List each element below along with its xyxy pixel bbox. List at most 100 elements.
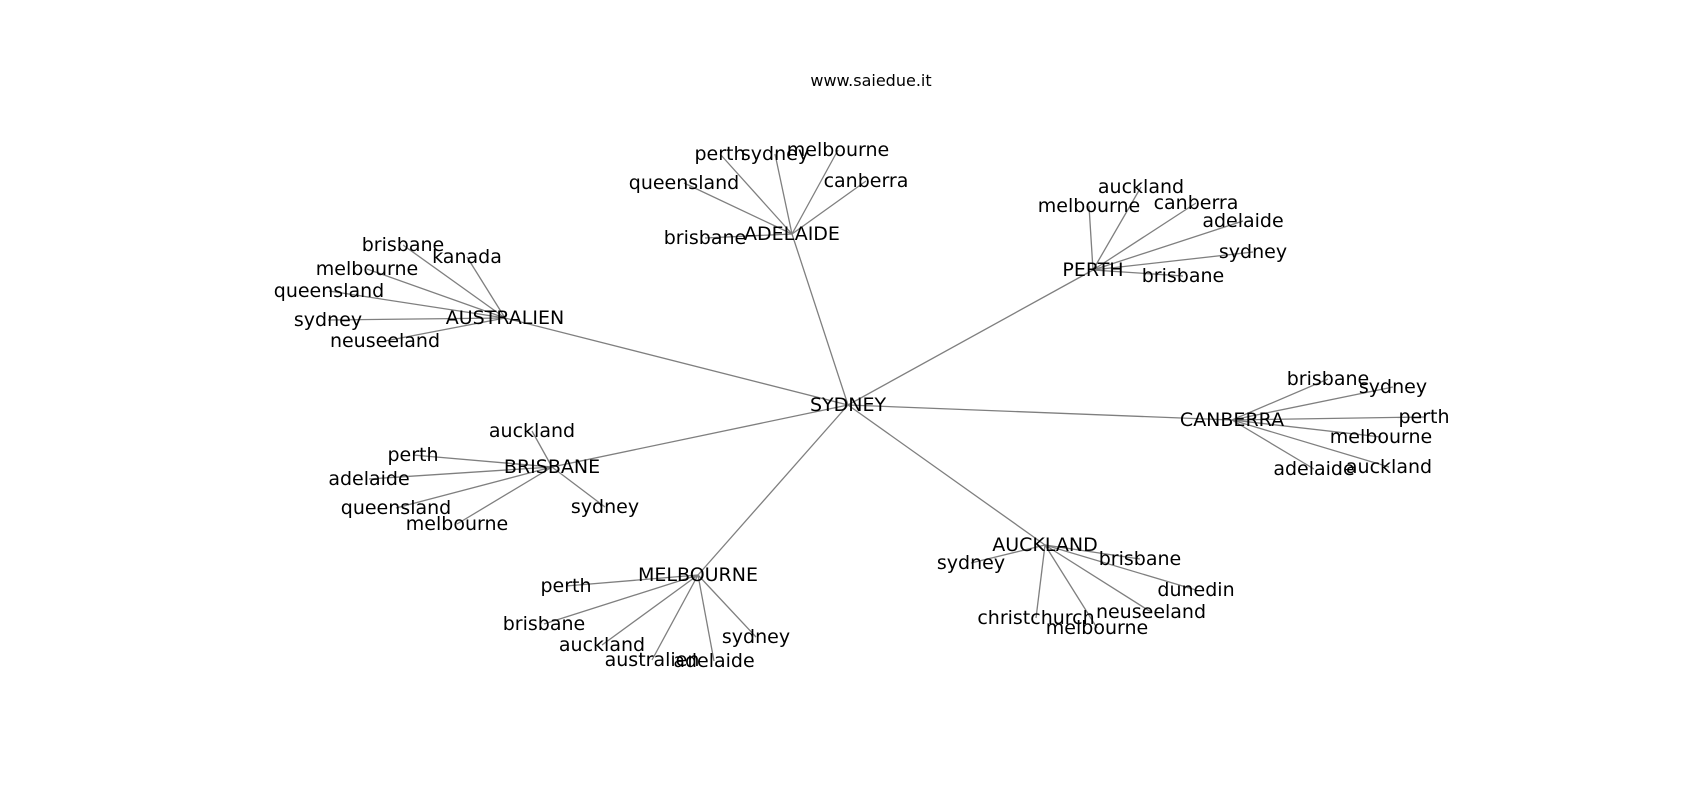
node-leaf-auckland-brisbane: brisbane xyxy=(1099,548,1182,570)
node-leaf-australien-queensland: queensland xyxy=(274,280,384,302)
edge-auckland-sydney xyxy=(970,544,1046,564)
edge-melbourne-perth xyxy=(565,574,699,587)
edge-root-auckland xyxy=(847,404,1046,546)
node-leaf-perth-sydney: sydney xyxy=(1219,241,1287,263)
edge-canberra-brisbane xyxy=(1231,378,1329,421)
edge-layer xyxy=(327,149,1425,662)
node-leaf-melbourne-auckland: auckland xyxy=(559,634,645,656)
edge-perth-adelaide xyxy=(1092,220,1244,271)
edge-melbourne-adelaide xyxy=(697,574,715,662)
node-leaf-auckland-neuseeland: neuseeland xyxy=(1096,601,1206,623)
node-leaf-melbourne-sydney: sydney xyxy=(722,626,790,648)
node-leaf-canberra-adelaide: adelaide xyxy=(1273,458,1354,480)
edge-root-perth xyxy=(847,269,1094,406)
node-leaf-adelaide-melbourne: melbourne xyxy=(787,139,889,161)
node-leaf-canberra-brisbane: brisbane xyxy=(1287,368,1370,390)
node-leaf-canberra-sydney: sydney xyxy=(1359,376,1427,398)
node-leaf-canberra-melbourne: melbourne xyxy=(1330,426,1432,448)
node-hub-perth: PERTH xyxy=(1062,259,1123,281)
node-leaf-auckland-sydney: sydney xyxy=(937,552,1005,574)
node-leaf-brisbane-melbourne: melbourne xyxy=(406,513,508,535)
node-leaf-melbourne-australien: australien xyxy=(605,649,700,671)
edge-brisbane-melbourne xyxy=(456,466,553,525)
node-leaf-brisbane-perth: perth xyxy=(387,444,438,466)
edge-root-australien xyxy=(504,317,849,406)
edge-brisbane-adelaide xyxy=(368,466,553,480)
node-hub-canberra: CANBERRA xyxy=(1180,409,1284,431)
node-leaf-canberra-perth: perth xyxy=(1398,406,1449,428)
edge-melbourne-australien xyxy=(651,574,699,661)
node-leaf-auckland-christchurch: christchurch xyxy=(977,607,1094,629)
node-leaf-auckland-melbourne: melbourne xyxy=(1046,617,1148,639)
edge-root-adelaide xyxy=(791,233,849,406)
edge-canberra-auckland xyxy=(1231,419,1390,468)
node-leaf-brisbane-sydney: sydney xyxy=(571,496,639,518)
edge-canberra-perth xyxy=(1231,416,1425,421)
edge-root-canberra xyxy=(847,404,1233,421)
node-leaf-adelaide-queensland: queensland xyxy=(629,172,739,194)
edge-canberra-adelaide xyxy=(1231,419,1315,470)
edge-root-brisbane xyxy=(551,404,849,468)
edge-root-melbourne xyxy=(697,404,849,576)
edge-adelaide-sydney xyxy=(774,153,793,235)
edge-auckland-dunedin xyxy=(1044,544,1197,591)
edge-auckland-christchurch xyxy=(1035,544,1046,619)
edge-australien-queensland xyxy=(328,290,506,319)
edge-adelaide-melbourne xyxy=(791,149,839,235)
node-leaf-brisbane-adelaide: adelaide xyxy=(328,468,409,490)
edge-australien-neuseeland xyxy=(384,317,506,342)
node-leaf-adelaide-sydney: sydney xyxy=(741,143,809,165)
edge-adelaide-perth xyxy=(719,153,793,235)
edge-australien-kanada xyxy=(466,256,506,319)
node-leaf-australien-neuseeland: neuseeland xyxy=(330,330,440,352)
node-leaf-melbourne-brisbane: brisbane xyxy=(503,613,586,635)
edge-australien-sydney xyxy=(327,317,506,321)
edge-brisbane-queensland xyxy=(395,466,553,509)
node-leaf-perth-melbourne: melbourne xyxy=(1038,195,1140,217)
node-leaf-australien-kanada: kanada xyxy=(432,246,502,268)
node-leaf-melbourne-adelaide: adelaide xyxy=(673,650,754,672)
node-leaf-australien-brisbane: brisbane xyxy=(362,234,445,256)
edge-australien-melbourne xyxy=(366,268,506,319)
edge-brisbane-auckland xyxy=(531,430,553,468)
edge-adelaide-queensland xyxy=(683,182,793,235)
node-leaf-perth-brisbane: brisbane xyxy=(1142,265,1225,287)
node-hub-adelaide: ADELAIDE xyxy=(744,223,840,245)
edge-perth-canberra xyxy=(1092,202,1197,271)
node-hub-melbourne: MELBOURNE xyxy=(638,564,758,586)
diagram-title: www.saiedue.it xyxy=(810,71,932,90)
label-layer: SYDNEYADELAIDEperthsydneymelbournecanber… xyxy=(274,139,1450,672)
node-leaf-australien-sydney: sydney xyxy=(294,309,362,331)
edge-adelaide-canberra xyxy=(791,180,867,235)
edge-auckland-neuseeland xyxy=(1044,544,1152,613)
edge-perth-melbourne xyxy=(1088,205,1094,271)
edge-brisbane-perth xyxy=(412,454,553,468)
edge-australien-brisbane xyxy=(402,244,506,319)
node-leaf-perth-canberra: canberra xyxy=(1154,192,1239,214)
node-leaf-brisbane-auckland: auckland xyxy=(489,420,575,442)
node-leaf-adelaide-canberra: canberra xyxy=(824,170,909,192)
node-leaf-brisbane-queensland: queensland xyxy=(341,497,451,519)
edge-canberra-melbourne xyxy=(1231,419,1382,438)
edge-adelaide-brisbane xyxy=(704,233,793,239)
edge-perth-auckland xyxy=(1092,186,1142,271)
edge-melbourne-brisbane xyxy=(543,574,699,625)
node-hub-australien: AUSTRALIEN xyxy=(446,307,564,329)
node-leaf-adelaide-perth: perth xyxy=(694,143,745,165)
node-leaf-perth-adelaide: adelaide xyxy=(1202,210,1283,232)
edge-melbourne-auckland xyxy=(601,574,699,646)
node-leaf-canberra-auckland: auckland xyxy=(1346,456,1432,478)
node-leaf-australien-melbourne: melbourne xyxy=(316,258,418,280)
node-hub-brisbane: BRISBANE xyxy=(504,456,600,478)
edge-auckland-melbourne xyxy=(1044,544,1098,629)
edge-melbourne-sydney xyxy=(697,574,757,638)
node-leaf-auckland-dunedin: dunedin xyxy=(1157,579,1234,601)
edge-perth-brisbane xyxy=(1092,269,1184,277)
node-sydney-root: SYDNEY xyxy=(810,394,887,416)
node-leaf-perth-auckland: auckland xyxy=(1098,176,1184,198)
edge-auckland-brisbane xyxy=(1044,544,1141,560)
edge-perth-sydney xyxy=(1092,251,1254,271)
edge-brisbane-sydney xyxy=(551,466,606,508)
